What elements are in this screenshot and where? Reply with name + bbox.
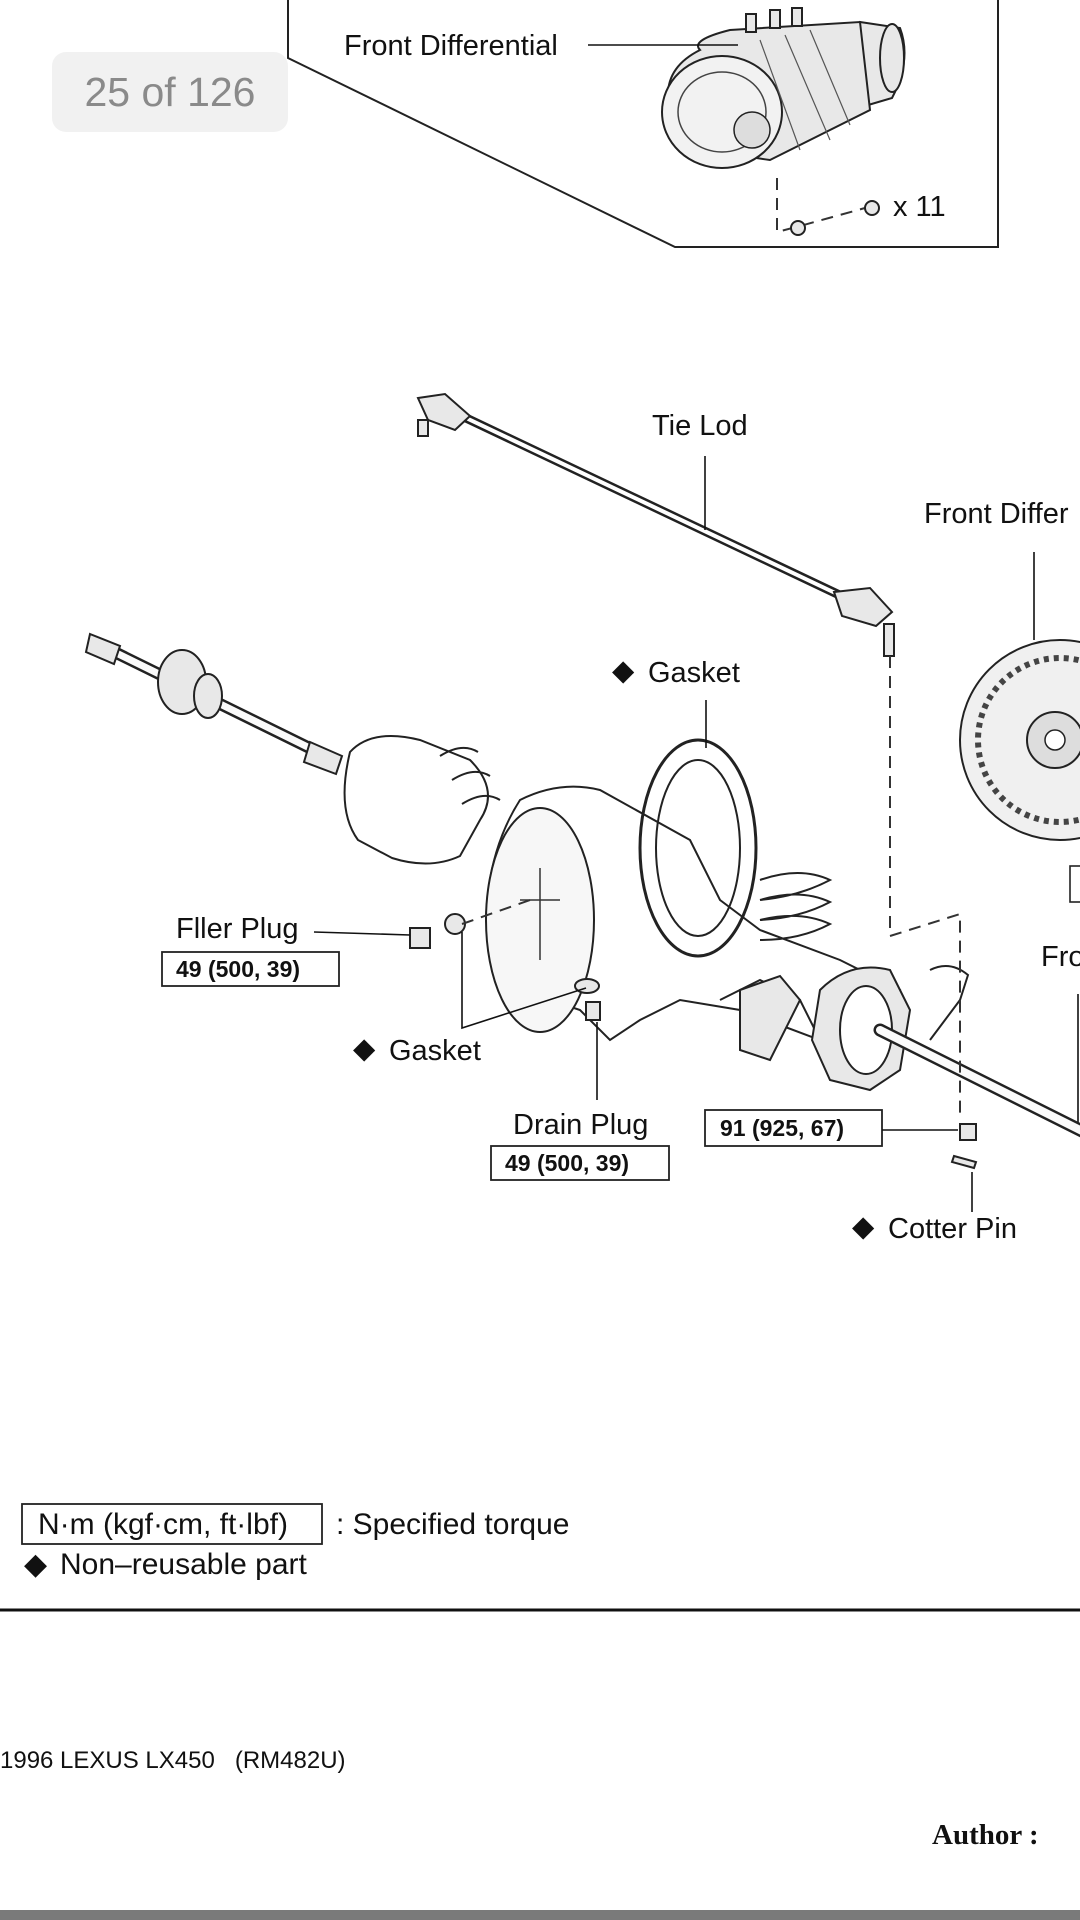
tie-rod-drawing [416,392,895,657]
inset-nut-count-label: x 11 [893,191,946,223]
page-counter: 25 of 126 [52,52,288,132]
legend-torque-box [21,1503,323,1545]
inset-nut [790,220,806,236]
front-cut-label: Fro [1041,941,1080,973]
front-differential-drawing [959,639,1080,841]
filler-plug-torque: 49 (500, 39) [176,956,300,982]
legend: N·m (kgf·cm, ft·lbf) : Specified torque … [21,1503,569,1581]
vehicle-footer: 1996 LEXUS LX450 (RM482U) [0,1747,346,1774]
legend-non-reusable-marker: ◆ [24,1548,47,1581]
drain-plug-torque-box [490,1145,670,1181]
gasket-lower-label: Gasket [389,1035,481,1067]
front-differential-label: Front Differ [924,498,1069,530]
filler-plug-label: Fller Plug [176,913,299,945]
inset-panel: Front Differential x 11 [287,0,999,248]
gasket-top-marker: ◆ [612,655,635,687]
left-drive-shaft-drawing [84,632,344,776]
cotter-pin-marker: ◆ [852,1211,875,1243]
cut-torque-box [1069,865,1080,903]
legend-torque-desc: : Specified torque [336,1508,569,1541]
legend-torque-unit: N·m (kgf·cm, ft·lbf) [38,1508,288,1541]
axle-housing-drawing [343,735,970,1092]
legend-non-reusable-text: Non–reusable part [60,1548,307,1581]
drain-plug-label: Drain Plug [513,1109,648,1141]
filler-plug-part [409,927,431,949]
gasket-lower-marker: ◆ [353,1033,376,1065]
inset-nut [864,200,880,216]
castle-nut-torque-box [704,1109,883,1147]
right-drive-shaft-highlight [876,1026,1080,1135]
tie-rod-label: Tie Lod [652,410,748,442]
gasket-top-label: Gasket [648,657,740,689]
castle-nut [959,1123,977,1141]
cotter-pin-label: Cotter Pin [888,1213,1017,1245]
cotter-pin-part [950,1154,978,1170]
author-label: Author : [932,1819,1039,1851]
drain-plug-part [585,1001,601,1021]
bottom-bar [0,1910,1080,1920]
tie-rod-dashed-path [889,656,961,1120]
filler-plug-torque-box [161,951,340,987]
drain-plug-torque: 49 (500, 39) [505,1150,629,1176]
inset-differential-drawing [661,7,906,169]
gasket-ring-drawing [638,738,758,958]
castle-nut-torque: 91 (925, 67) [720,1115,844,1141]
inset-front-differential-label: Front Differential [344,30,558,62]
